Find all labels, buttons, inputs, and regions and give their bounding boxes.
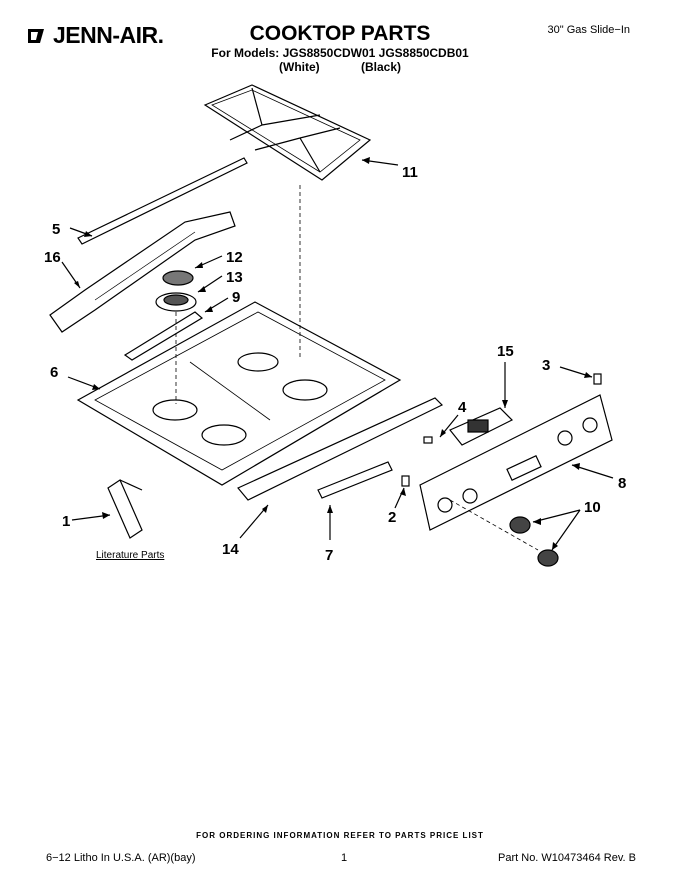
page-number: 1 — [341, 852, 348, 864]
color-variants: (White) (Black) — [279, 60, 401, 74]
burner-base[interactable] — [155, 292, 197, 312]
burner-grate[interactable] — [203, 84, 372, 181]
callout-8: 8 — [618, 475, 626, 492]
cooktop-panel[interactable] — [76, 301, 402, 486]
part-number: Part No. W10473464 Rev. B — [498, 852, 636, 864]
brand-mark-icon — [28, 29, 44, 43]
rear-trim-strip[interactable] — [77, 157, 248, 245]
control-panel[interactable] — [419, 394, 613, 531]
callout-4: 4 — [458, 399, 467, 416]
screw-4[interactable] — [423, 436, 433, 444]
callout-5: 5 — [52, 221, 60, 238]
callout-13: 13 — [226, 269, 243, 286]
brand-name: JENN-AIR. — [53, 22, 164, 48]
rear-vent-trim[interactable] — [49, 211, 236, 333]
front-frame-rail[interactable] — [237, 397, 444, 501]
cooktop-bracket[interactable] — [123, 311, 204, 361]
models-line: For Models: JGS8850CDW01 JGS8850CDB01 — [211, 46, 469, 60]
callout-12: 12 — [226, 249, 243, 266]
callout-15: 15 — [497, 343, 514, 360]
screw-3[interactable] — [593, 373, 602, 385]
callout-2: 2 — [388, 509, 396, 526]
ordering-note: FOR ORDERING INFORMATION REFER TO PARTS … — [196, 831, 484, 840]
callout-16: 16 — [44, 249, 61, 266]
control-knobs[interactable] — [509, 516, 559, 567]
literature-parts[interactable] — [107, 479, 143, 539]
callout-7: 7 — [325, 547, 333, 564]
literature-parts-label: Literature Parts — [96, 550, 165, 561]
burner-cap[interactable] — [162, 270, 194, 286]
callout-1: 1 — [62, 513, 70, 530]
callout-6: 6 — [50, 364, 58, 381]
callout-11: 11 — [402, 164, 418, 181]
callout-9: 9 — [232, 289, 240, 306]
heat-shield[interactable] — [317, 461, 393, 499]
callout-10: 10 — [584, 499, 601, 516]
spark-module[interactable] — [449, 407, 514, 446]
litho-info: 6−12 Litho In U.S.A. (AR)(bay) — [46, 852, 196, 864]
product-type-note: 30" Gas Slide−In — [547, 24, 630, 36]
callout-3: 3 — [542, 357, 550, 374]
screw-2[interactable] — [401, 475, 410, 487]
page-title: COOKTOP PARTS — [249, 22, 431, 45]
brand-logo: JENN-AIR. — [28, 22, 164, 49]
callout-14: 14 — [222, 541, 239, 558]
